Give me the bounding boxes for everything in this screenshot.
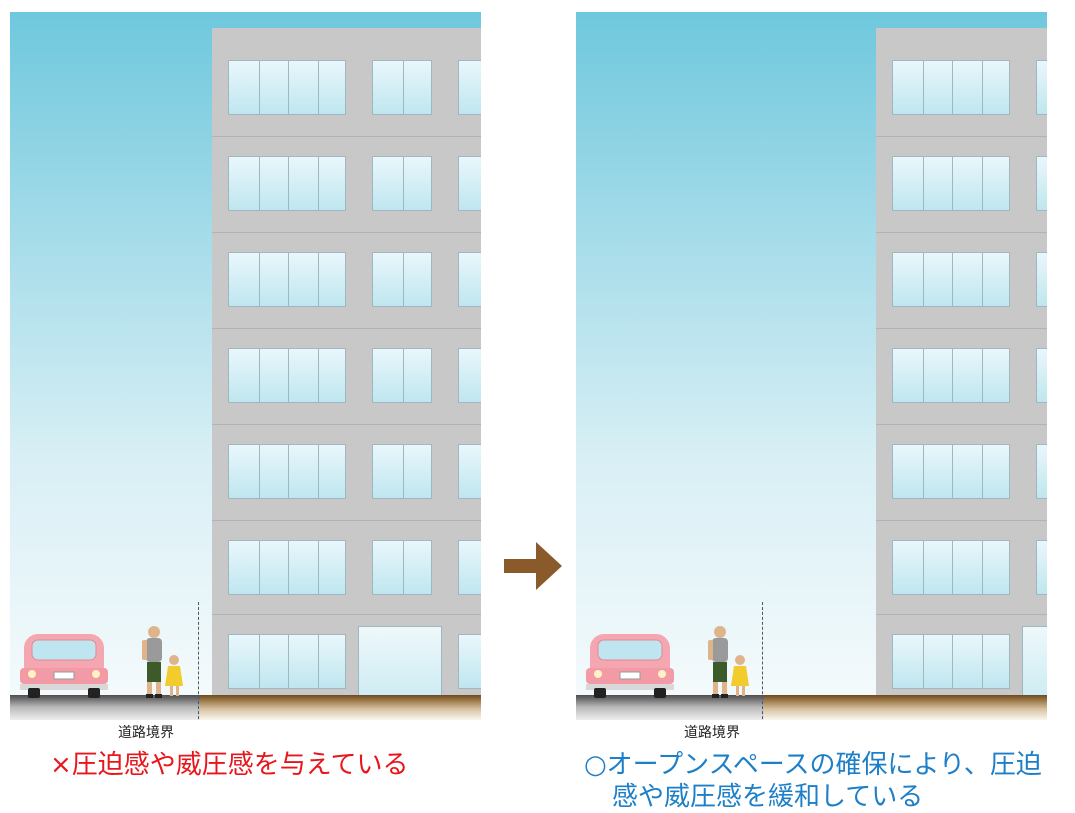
window (458, 252, 481, 307)
after-illustration (576, 12, 1047, 720)
window (1036, 444, 1047, 499)
car-icon (20, 634, 108, 698)
floor-line (876, 328, 1047, 329)
window (228, 540, 346, 595)
window (1036, 156, 1047, 211)
floor-line (212, 328, 481, 329)
window (1036, 252, 1047, 307)
window (228, 634, 346, 689)
building (212, 28, 481, 709)
window (458, 634, 481, 689)
floor-line (212, 424, 481, 425)
window (892, 634, 1010, 689)
floor-line (876, 424, 1047, 425)
window (228, 156, 346, 211)
pedestrians-icon (708, 626, 749, 698)
before-illustration (10, 12, 481, 720)
floor-line (876, 520, 1047, 521)
road-boundary-line (762, 602, 763, 720)
floor-line (212, 614, 481, 615)
window (228, 348, 346, 403)
window (458, 60, 481, 115)
window (892, 444, 1010, 499)
road-boundary-line (198, 602, 199, 720)
road-boundary-label: 道路境界 (118, 725, 174, 741)
window (892, 60, 1010, 115)
window (892, 348, 1010, 403)
right-arrow-icon (504, 542, 562, 590)
window (458, 540, 481, 595)
floor-line (212, 232, 481, 233)
window (1036, 540, 1047, 595)
window (372, 348, 432, 403)
road (10, 695, 200, 720)
window (892, 540, 1010, 595)
window (372, 252, 432, 307)
window (372, 156, 432, 211)
window (892, 156, 1010, 211)
window (228, 252, 346, 307)
floor-line (212, 136, 481, 137)
window (372, 540, 432, 595)
caption-after-line1: ○オープンスペースの確保により、圧迫 (584, 750, 1042, 780)
caption-after: ○オープンスペースの確保により、圧迫 感や威圧感を緩和している (584, 749, 1064, 813)
window (1036, 348, 1047, 403)
floor-line (212, 520, 481, 521)
building (876, 28, 1047, 709)
window (372, 60, 432, 115)
window (1036, 60, 1047, 115)
window (458, 444, 481, 499)
floor-line (876, 614, 1047, 615)
window (372, 444, 432, 499)
caption-before: ×圧迫感や威圧感を与えている (50, 750, 409, 780)
open-space-ground (764, 695, 1047, 720)
window (458, 156, 481, 211)
caption-after-line2: 感や威圧感を緩和している (612, 782, 924, 812)
window (228, 444, 346, 499)
car-icon (586, 634, 674, 698)
road-boundary-label: 道路境界 (684, 725, 740, 741)
floor-line (876, 232, 1047, 233)
floor-line (876, 136, 1047, 137)
window (892, 252, 1010, 307)
building-ground (200, 695, 481, 720)
window (458, 348, 481, 403)
window (228, 60, 346, 115)
road (576, 695, 764, 720)
pedestrians-icon (142, 626, 183, 698)
